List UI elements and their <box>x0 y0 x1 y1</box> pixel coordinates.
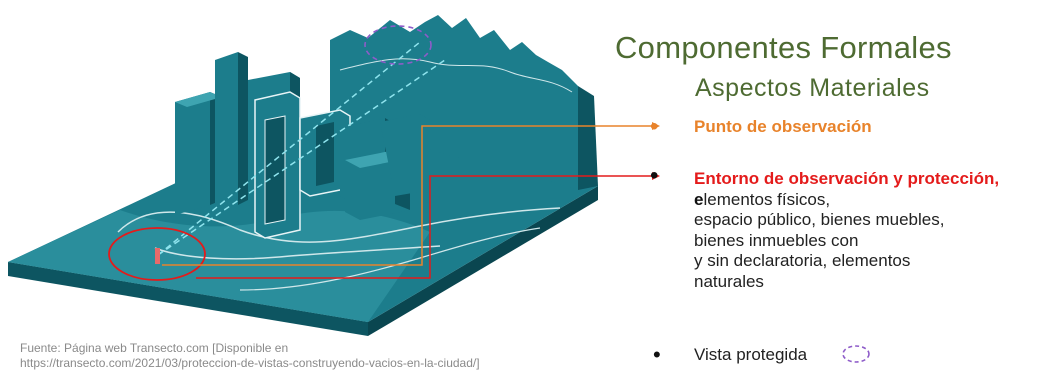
contour-line-2 <box>154 245 441 260</box>
red-arrow-head <box>652 172 660 180</box>
red-connector-line <box>196 175 600 279</box>
observation-point-label: Punto de observación <box>694 117 872 136</box>
urban-model-illustration <box>8 15 600 336</box>
base-right-side <box>368 186 598 336</box>
dashed-ellipse-icon <box>842 345 870 363</box>
connector-extensions <box>600 122 660 180</box>
ground-zone <box>8 210 430 322</box>
environment-text-first: lementos físicos, <box>703 189 831 209</box>
source-url: https://transecto.com/2021/03/proteccion… <box>20 356 480 370</box>
protected-view-ellipse <box>364 25 432 65</box>
slide-title: Componentes Formales <box>615 30 952 65</box>
observation-point-marker <box>155 248 160 264</box>
environment-heading: Entorno de observación y protección, <box>694 169 1000 188</box>
protected-view-label: Vista protegida <box>694 345 808 364</box>
bullet-icon: • <box>653 342 661 367</box>
slide-subtitle: Aspectos Materiales <box>695 74 930 102</box>
environment-line: bienes inmuebles con <box>694 230 859 250</box>
orange-connector-line <box>162 125 600 266</box>
sight-line-1 <box>157 41 421 256</box>
bullet-icon: • <box>650 162 659 189</box>
bullet-icon: • <box>650 113 659 140</box>
buildings <box>175 52 430 239</box>
sight-line-2 <box>157 59 446 256</box>
source-citation: Fuente: Página web Transecto.com [Dispon… <box>20 341 480 371</box>
environment-bold-letter: e <box>694 189 704 209</box>
environment-line: naturales <box>694 271 764 291</box>
mountain-wall <box>330 15 578 190</box>
orange-arrow-head <box>652 122 660 130</box>
environment-line: y sin declaratoria, elementos <box>694 251 911 270</box>
mountain-ridge-line <box>339 58 573 93</box>
base-front-side <box>8 262 368 336</box>
source-line: Fuente: Página web Transecto.com [Dispon… <box>20 341 289 355</box>
observation-area-ellipse <box>108 227 206 281</box>
environment-description: Entorno de observación y protección, ele… <box>694 169 1039 292</box>
environment-line: espacio público, bienes muebles, <box>694 210 945 229</box>
mountain-wall-shadow <box>578 86 598 190</box>
contour-line-3 <box>239 227 541 291</box>
